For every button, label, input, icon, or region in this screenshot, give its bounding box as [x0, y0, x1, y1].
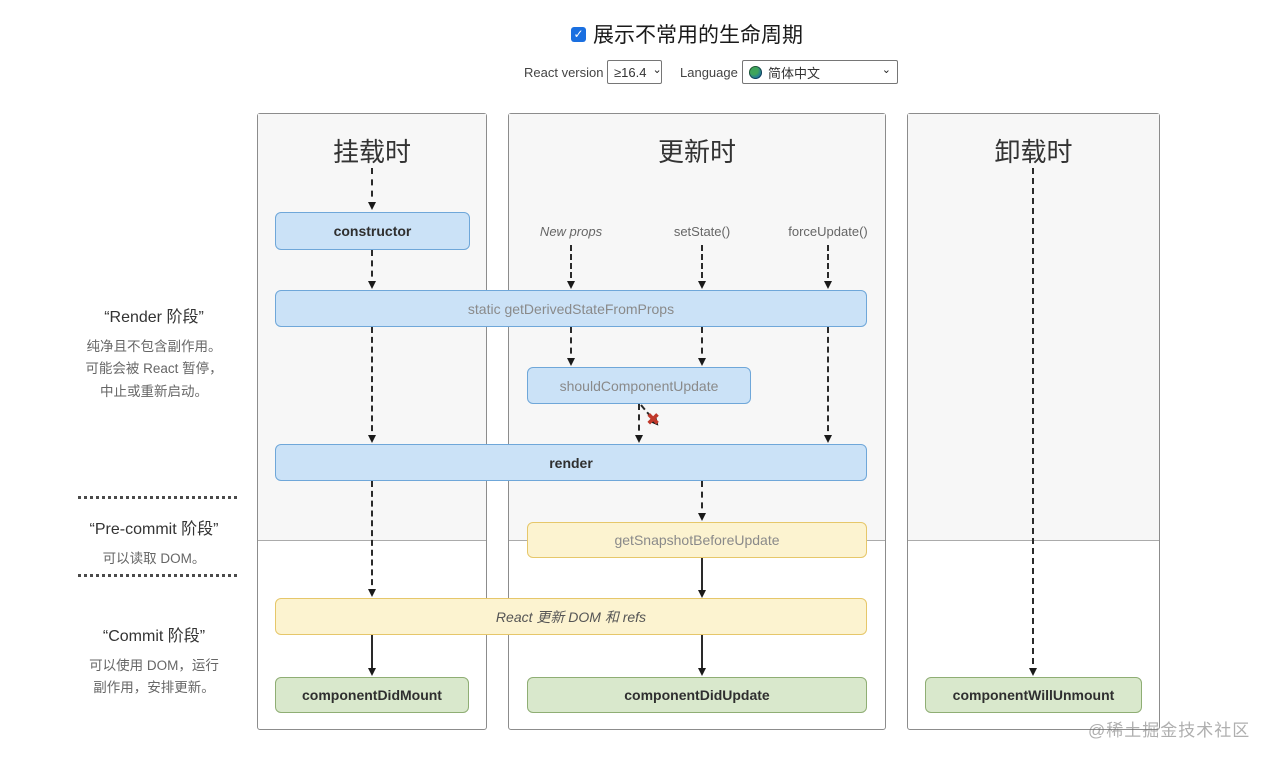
phase-title: “Render 阶段”: [104, 309, 204, 326]
arrow-unmount-to-will-unmount: [1029, 168, 1037, 676]
phase-text-line: 纯净且不包含副作用。: [86, 339, 222, 354]
phase-separator: [78, 496, 237, 499]
arrow-render-to-gsbu: [698, 481, 706, 521]
phase-text-line: 可以读取 DOM。: [102, 551, 206, 566]
page-title: 展示不常用的生命周期: [593, 24, 803, 47]
phase-text-line: 可以使用 DOM，运行: [89, 658, 219, 673]
language-value: 简体中文: [768, 65, 821, 81]
react-version-label: React version: [524, 65, 604, 80]
column-title-updating: 更新时: [657, 137, 736, 167]
phase-note-render: “Render 阶段” 纯净且不包含副作用。 可能会被 React 暂停， 中止…: [64, 303, 244, 403]
lifecycle-box-constructor[interactable]: constructor: [275, 212, 470, 250]
globe-icon: [749, 65, 762, 79]
arrow-gdsfp-to-scu-right: [698, 327, 706, 366]
arrow-gdsfp-to-scu-left: [567, 327, 575, 366]
watermark: @稀土掘金技术社区: [1088, 721, 1251, 740]
arrow-gsbu-to-dom-update: [698, 558, 706, 598]
trigger-set-state: setState(): [673, 224, 731, 239]
phase-text-line: 副作用，安排更新。: [93, 680, 215, 696]
panel-updating: 更新时: [508, 113, 886, 730]
arrow-scu-to-render: [635, 404, 643, 443]
lifecycle-box-component-did-mount[interactable]: componentDidMount: [275, 677, 469, 713]
arrow-set-state-to-gdsfp: [698, 245, 706, 289]
lifecycle-box-get-derived-state-from-props[interactable]: static getDerivedStateFromProps: [275, 290, 867, 327]
arrow-constructor-to-gdsfp: [368, 250, 376, 289]
lifecycle-box-component-will-unmount[interactable]: componentWillUnmount: [925, 677, 1142, 713]
arrow-dom-update-to-did-update: [698, 635, 706, 676]
arrow-new-props-to-gdsfp: [567, 245, 575, 289]
column-title-mounting: 挂载时: [332, 137, 411, 167]
lifecycle-box-should-component-update[interactable]: shouldComponentUpdate: [527, 367, 751, 404]
language-label: Language: [680, 65, 738, 80]
lifecycle-box-get-snapshot-before-update[interactable]: getSnapshotBeforeUpdate: [527, 522, 867, 558]
trigger-force-update: forceUpdate(): [788, 224, 868, 239]
arrow-dom-update-to-did-mount: [368, 635, 376, 676]
react-version-value: ≥16.4: [614, 64, 647, 80]
phase-text-line: 中止或重新启动。: [100, 383, 208, 399]
phase-note-commit: “Commit 阶段” 可以使用 DOM，运行 副作用，安排更新。: [64, 622, 244, 700]
trigger-new-props: New props: [539, 224, 603, 239]
show-less-common-checkbox[interactable]: ✓: [571, 27, 586, 42]
lifecycle-box-react-updates-dom: React 更新 DOM 和 refs: [275, 598, 867, 635]
column-title-unmounting: 卸载时: [994, 137, 1073, 167]
phase-title: “Pre-commit 阶段”: [89, 521, 219, 538]
language-select[interactable]: 简体中文 ⌄: [742, 60, 898, 84]
chevron-down-icon: ⌄: [652, 63, 662, 76]
arrow-mount-to-constructor: [368, 168, 376, 210]
chevron-down-icon: ⌄: [881, 63, 891, 76]
arrow-force-update-to-gdsfp: [824, 245, 832, 289]
phase-note-precommit: “Pre-commit 阶段” 可以读取 DOM。: [64, 515, 244, 570]
react-version-select[interactable]: ≥16.4 ⌄: [607, 60, 662, 84]
lifecycle-box-component-did-update[interactable]: componentDidUpdate: [527, 677, 867, 713]
arrow-force-update-bypass-to-render: [824, 327, 832, 443]
arrow-gdsfp-to-render-mount: [368, 327, 376, 443]
phase-text-line: 可能会被 React 暂停，: [85, 361, 223, 377]
arrow-render-to-dom-update-mount: [368, 481, 376, 597]
phase-separator: [78, 574, 237, 577]
skip-update-x-icon: ✖: [646, 410, 661, 429]
phase-title: “Commit 阶段”: [102, 628, 206, 645]
lifecycle-box-render[interactable]: render: [275, 444, 867, 481]
